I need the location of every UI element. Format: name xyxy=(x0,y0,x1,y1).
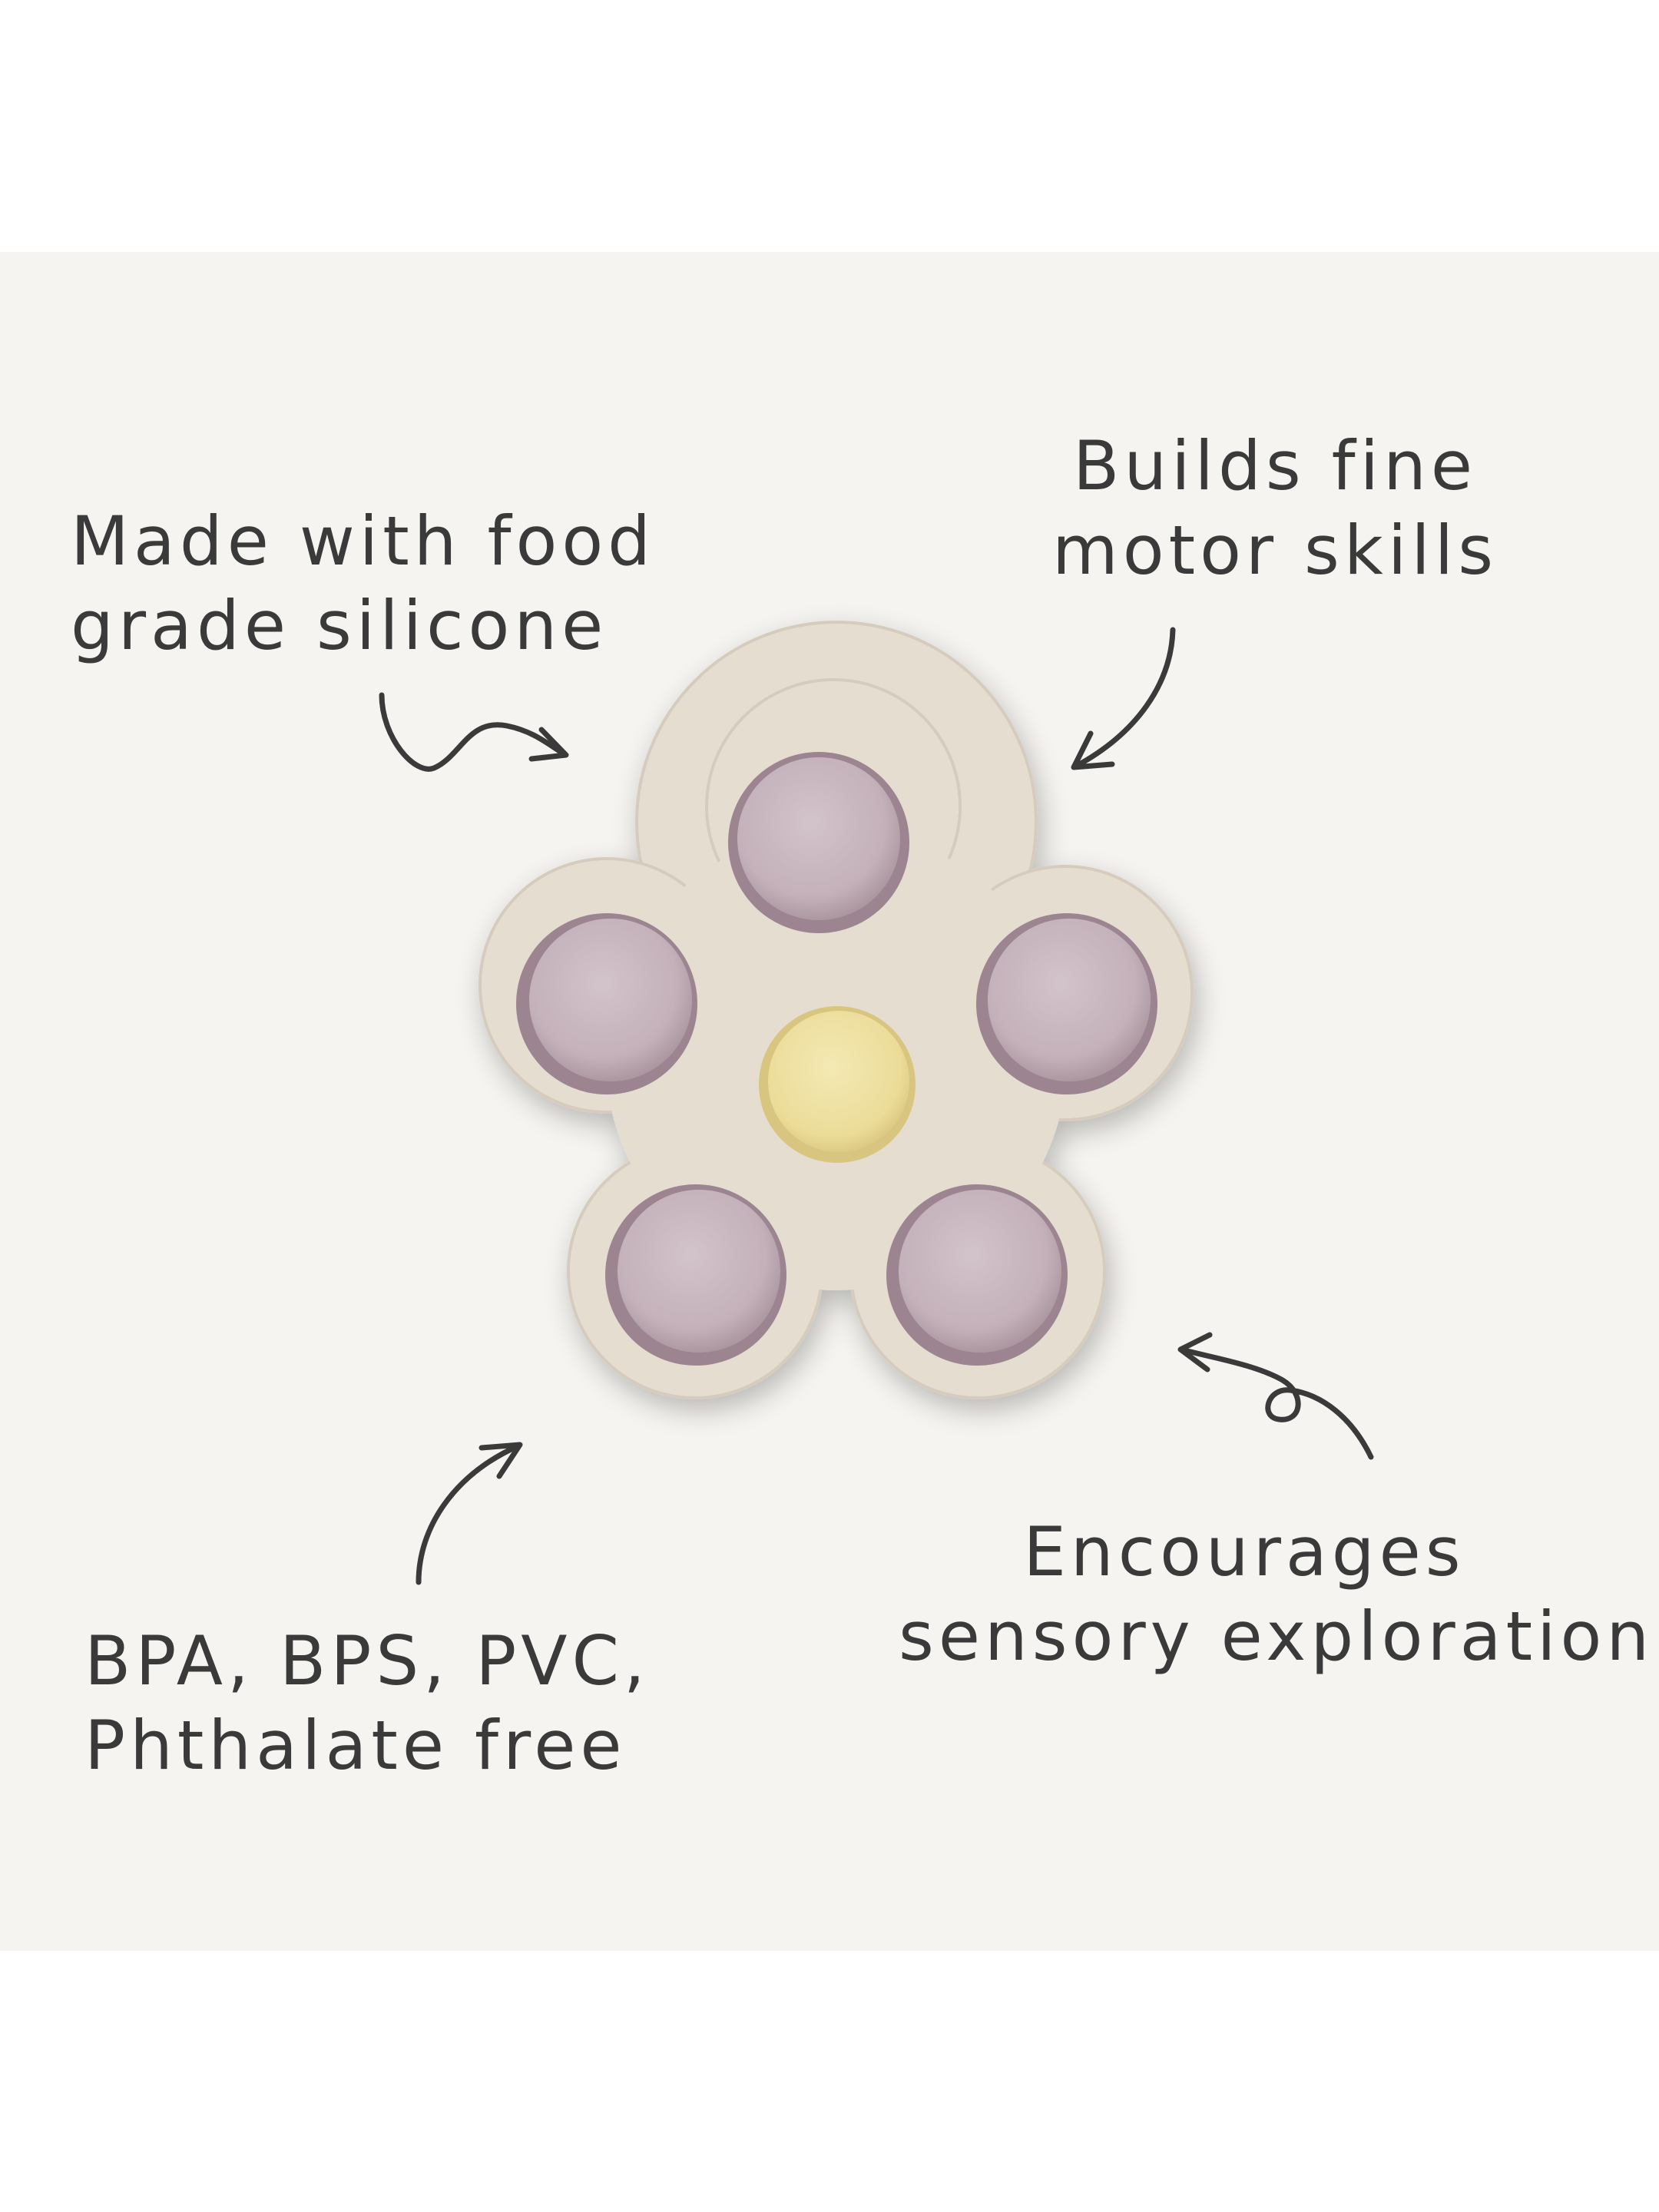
caption-sensory-exploration: Encourages sensory exploration xyxy=(899,1510,1654,1679)
caption-fine-motor-skills: Builds fine motor skills xyxy=(1052,424,1498,593)
pop-bubble-left xyxy=(516,913,697,1094)
loop-arrow-icon xyxy=(1177,1332,1374,1460)
curved-arrow-icon xyxy=(416,1442,523,1585)
caption-line: Encourages xyxy=(1023,1512,1465,1591)
pop-bubble-right xyxy=(976,913,1157,1094)
caption-line: grade silicone xyxy=(71,586,608,665)
pop-bubble-center xyxy=(759,1006,916,1163)
curved-arrow-icon xyxy=(1071,627,1176,770)
caption-line: Made with food xyxy=(71,502,656,581)
squiggle-arrow-icon xyxy=(379,692,569,772)
pop-bubble-bottom-right xyxy=(886,1184,1068,1366)
caption-line: sensory exploration xyxy=(899,1597,1654,1676)
caption-bpa-free: BPA, BPS, PVC, Phthalate free xyxy=(84,1619,650,1788)
caption-food-grade-silicone: Made with food grade silicone xyxy=(71,499,655,668)
caption-line: Phthalate free xyxy=(84,1706,627,1785)
pop-bubble-top xyxy=(728,752,909,933)
caption-line: motor skills xyxy=(1052,511,1498,590)
pop-bubble-bottom-left xyxy=(605,1184,786,1366)
caption-line: BPA, BPS, PVC, xyxy=(84,1621,650,1700)
pop-bubbles xyxy=(516,752,1157,1366)
caption-line: Builds fine xyxy=(1072,426,1478,505)
